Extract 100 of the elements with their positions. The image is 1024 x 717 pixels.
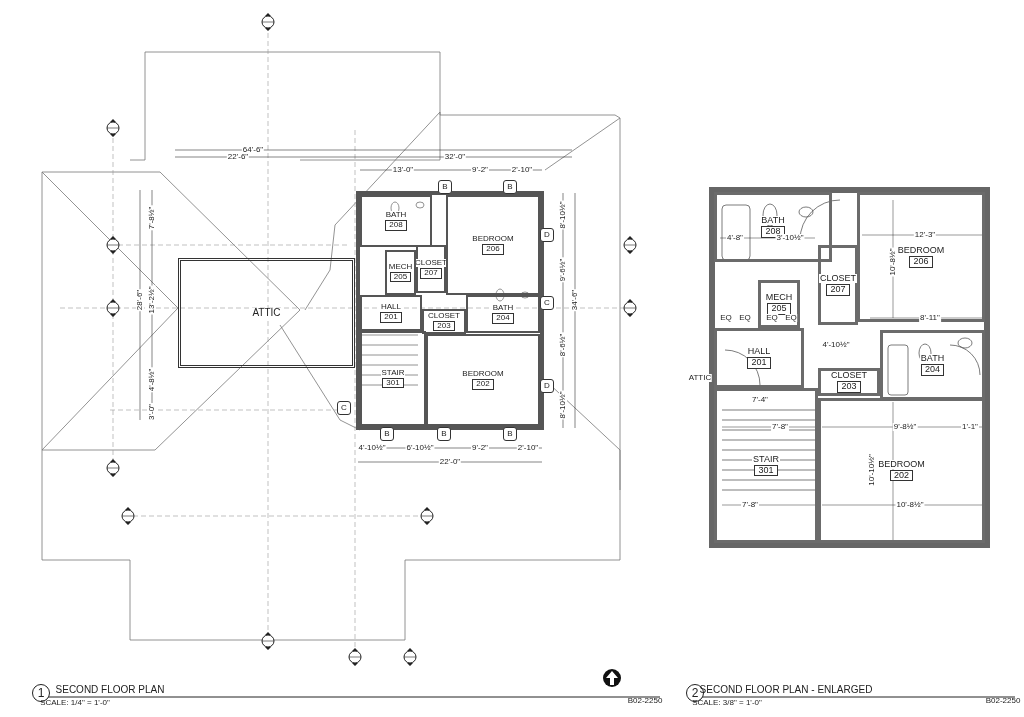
dimension-text: 2'-10" xyxy=(516,444,540,452)
dimension-text: 13'-2½" xyxy=(148,285,156,315)
room-label: BATH xyxy=(384,211,408,220)
dimension-text: 9'-8½" xyxy=(892,423,918,431)
window-tag: D xyxy=(540,379,554,393)
dimension-text: 8'-10½" xyxy=(559,200,567,230)
dimension-text: 4'-8½" xyxy=(148,367,156,393)
dimension-text: 4'-10½" xyxy=(357,444,387,452)
dimension-text: 2'-10" xyxy=(510,166,534,174)
room-label: BEDROOM xyxy=(471,235,515,244)
attic-area xyxy=(178,258,355,368)
room-number: 203 xyxy=(433,320,455,332)
dimension-text: 3'-10½" xyxy=(775,234,805,242)
dimension-text: 4'-10½" xyxy=(821,341,851,349)
plan-note: EQ xyxy=(739,314,751,322)
window-tag: B xyxy=(503,180,517,194)
room-area xyxy=(758,280,800,328)
plan-note: ATTIC xyxy=(688,374,712,382)
dimension-text: 4'-8" xyxy=(726,234,744,242)
room-area xyxy=(360,331,426,426)
scale-note: SCALE: 1/4" = 1'-0" xyxy=(40,699,110,707)
window-tag: B xyxy=(380,427,394,441)
room-number: 202 xyxy=(890,469,913,482)
room-number: 203 xyxy=(837,381,861,393)
dimension-text: 13'-0" xyxy=(391,166,415,174)
room-number: 301 xyxy=(382,377,404,389)
plan-note: EQ xyxy=(785,314,797,322)
room-number: 208 xyxy=(385,220,407,231)
dimension-text: 1'-1" xyxy=(961,423,979,431)
room-number: 204 xyxy=(492,313,514,324)
room-area xyxy=(714,328,804,388)
dimension-text: 9'-2" xyxy=(471,444,489,452)
window-tag: B xyxy=(437,427,451,441)
room-label: BEDROOM xyxy=(896,246,946,256)
room-area xyxy=(466,295,540,333)
room-area xyxy=(385,250,416,295)
window-tag: C xyxy=(540,296,554,310)
room-label: BEDROOM xyxy=(877,459,926,469)
room-number: 207 xyxy=(420,268,442,279)
room-area xyxy=(818,245,858,325)
dimension-text: 7'-4" xyxy=(751,396,769,404)
sheet-number: B02-2250 xyxy=(627,697,663,705)
room-label: BATH xyxy=(491,304,515,313)
room-number: 205 xyxy=(389,271,412,283)
room-number: 301 xyxy=(754,464,778,477)
room-number: 206 xyxy=(909,256,933,268)
plan-note: EQ xyxy=(766,314,778,322)
scale-note: SCALE: 3/8" = 1'-0" xyxy=(692,699,762,707)
room-label: HALL xyxy=(746,347,772,357)
room-label: ATTIC xyxy=(251,308,282,318)
dimension-text: 12'-3" xyxy=(913,231,937,239)
dimension-text: 10'-8½" xyxy=(895,501,925,509)
room-area xyxy=(422,309,466,334)
room-label: MECH xyxy=(387,262,414,271)
room-label: BATH xyxy=(760,216,786,226)
room-number: 205 xyxy=(767,303,791,315)
room-number: 206 xyxy=(482,244,504,255)
room-label: STAIR xyxy=(380,368,406,377)
room-number: 204 xyxy=(921,364,944,376)
room-label: BATH xyxy=(919,354,946,364)
window-tag: D xyxy=(540,228,554,242)
dimension-text: 7'-8" xyxy=(741,501,759,509)
dimension-text: 9'-2" xyxy=(471,166,489,174)
room-label: STAIR xyxy=(752,454,780,464)
dimension-text: 7'-8½" xyxy=(148,205,156,231)
dimension-text: 8'-6½" xyxy=(559,332,567,358)
room-label: CLOSET xyxy=(819,274,857,284)
dimension-text: 34'-6" xyxy=(571,288,579,312)
room-label: CLOSET xyxy=(830,371,868,381)
room-number: 201 xyxy=(747,357,771,369)
dimension-text: 22'-6" xyxy=(226,153,250,161)
dimension-text: 9'-6½" xyxy=(559,257,567,283)
window-tag: B xyxy=(503,427,517,441)
room-area xyxy=(426,334,540,426)
room-area xyxy=(818,368,880,396)
room-label: HALL xyxy=(380,303,402,312)
dimension-text: 32'-0" xyxy=(443,153,467,161)
dimension-text: 22'-0" xyxy=(438,458,462,466)
view-title: SECOND FLOOR PLAN xyxy=(55,685,165,695)
room-number: 207 xyxy=(826,284,850,296)
window-tag: C xyxy=(337,401,351,415)
room-label: CLOSET xyxy=(414,259,448,268)
dimension-text: 8'-10½" xyxy=(559,390,567,420)
window-tag: B xyxy=(438,180,452,194)
room-area xyxy=(416,245,446,293)
dimension-text: 10'-8½" xyxy=(889,247,897,277)
dimension-text: 28'-6" xyxy=(136,288,144,312)
room-label: CLOSET xyxy=(427,311,461,320)
dimension-text: 7'-8" xyxy=(771,423,789,431)
room-label: BEDROOM xyxy=(461,370,505,379)
dimension-text: 3'-0" xyxy=(148,403,156,421)
room-area xyxy=(446,195,540,295)
room-label: MECH xyxy=(764,293,794,303)
room-area xyxy=(360,195,432,247)
room-area xyxy=(360,295,422,331)
room-number: 201 xyxy=(380,312,402,323)
room-area xyxy=(880,330,985,400)
dimension-text: 8'-11" xyxy=(919,314,941,322)
sheet-number: B02-2250 xyxy=(985,697,1021,705)
dimension-text: 64'-6" xyxy=(241,146,265,154)
